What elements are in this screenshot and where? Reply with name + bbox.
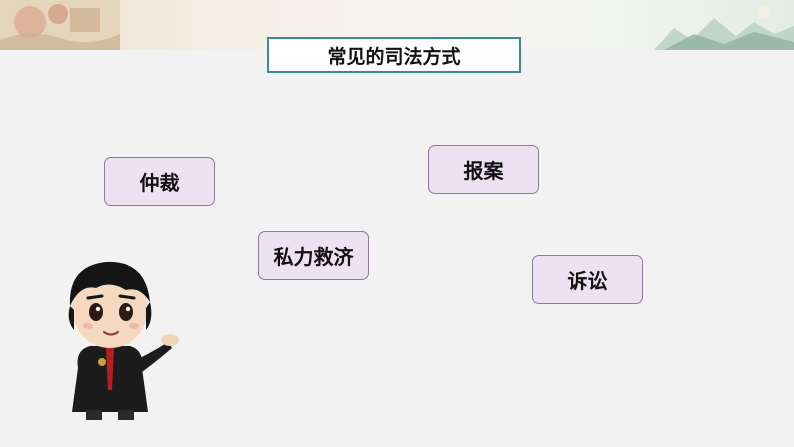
top-banner: [0, 0, 794, 50]
tag-litigation[interactable]: 诉讼: [532, 255, 643, 304]
landscape-mountains-art: [654, 6, 794, 50]
cartoon-judge-character: [68, 261, 179, 420]
page-title: 常见的司法方式: [267, 37, 521, 73]
tag-private-remedy[interactable]: 私力救济: [258, 231, 369, 280]
decorative-painting-art: [0, 0, 120, 50]
tag-arbitration[interactable]: 仲裁: [104, 157, 215, 206]
tag-report-case[interactable]: 报案: [428, 145, 539, 194]
